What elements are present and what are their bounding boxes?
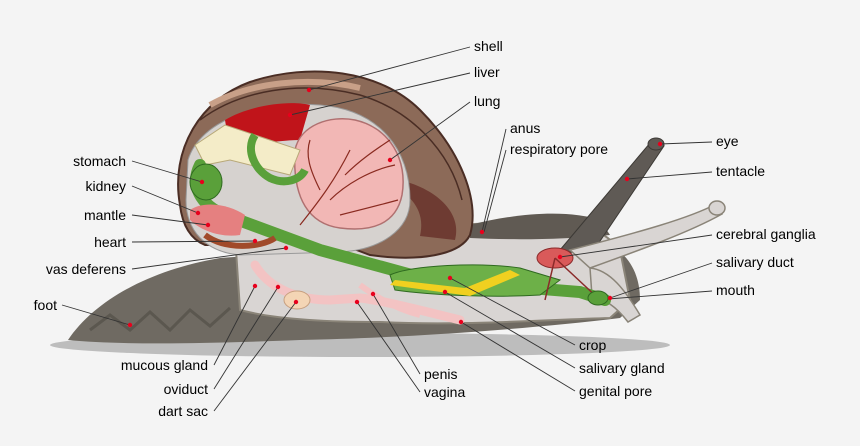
label-respiratory-pore: respiratory pore [510, 141, 608, 157]
dart-sac-organ [283, 290, 311, 310]
label-genital-pore: genital pore [579, 383, 652, 399]
label-mucous-gland: mucous gland [121, 357, 208, 373]
leader-lines [61, 46, 713, 412]
mouth-organ [587, 290, 609, 306]
label-crop: crop [579, 337, 606, 353]
shell-whorl-2 [208, 79, 361, 108]
label-liver: liver [474, 64, 500, 80]
label-heart: heart [94, 234, 126, 250]
label-kidney: kidney [86, 178, 126, 194]
label-lung: lung [474, 93, 500, 109]
label-stomach: stomach [73, 153, 126, 169]
salivary-gland-organ [390, 270, 520, 296]
heart-vessel [203, 232, 277, 249]
reproductive-tract [250, 260, 465, 325]
penis-organ [358, 282, 421, 318]
label-eye: eye [716, 133, 739, 149]
lung-vessels [299, 139, 399, 226]
label-shell: shell [474, 38, 503, 54]
kidney-organ [189, 163, 223, 201]
label-vagina: vagina [424, 384, 465, 400]
marker-dots [127, 87, 663, 328]
label-foot: foot [34, 297, 57, 313]
lower-tentacle-tip [708, 200, 726, 216]
label-mouth: mouth [716, 282, 755, 298]
label-vas-deferens: vas deferens [46, 261, 126, 277]
label-salivary-duct: salivary duct [716, 254, 794, 270]
label-salivary-gland: salivary gland [579, 360, 665, 376]
shell-lip [400, 180, 457, 240]
label-tentacle: tentacle [716, 163, 765, 179]
foot-sole-texture [89, 306, 232, 333]
lung-organ [293, 118, 404, 230]
label-dart-sac: dart sac [158, 403, 208, 419]
label-anus: anus [510, 120, 540, 136]
shell-whorl-1 [199, 87, 463, 201]
label-mantle: mantle [84, 207, 126, 223]
label-oviduct: oviduct [164, 381, 208, 397]
heart-organ [190, 204, 245, 236]
label-penis: penis [424, 366, 457, 382]
label-cerebral-ganglia: cerebral ganglia [716, 226, 816, 242]
gut-tube-loop [247, 132, 309, 186]
